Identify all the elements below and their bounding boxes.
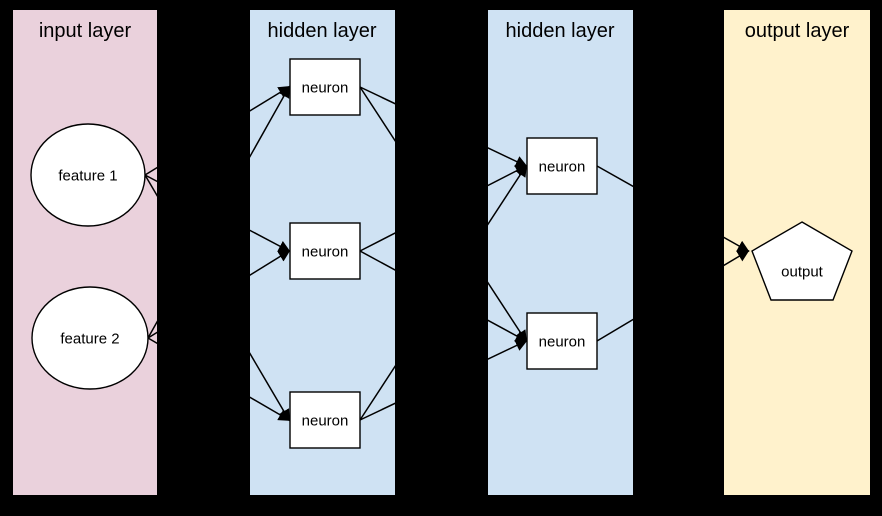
node-hidden1-neuron-2: neuron [289,222,361,280]
layer-title-hidden-2: hidden layer [506,20,615,42]
layer-input: input layer [13,10,157,495]
layer-hidden-2: hidden layer [488,10,633,495]
hidden1-neuron-1-label: neuron [302,80,349,97]
hidden2-neuron-2-box [526,312,598,370]
hidden1-neuron-3-label: neuron [302,413,349,430]
feature-1-circle [30,123,146,227]
hidden2-neuron-2-label: neuron [539,334,586,351]
layer-title-output: output layer [745,20,850,42]
feature-1-label: feature 1 [58,168,117,185]
layer-panel-hidden-2 [488,10,633,495]
node-feature-1: feature 1 [30,123,146,227]
edge-hidden1-1-to-hidden2-1 [359,86,528,168]
edge-hidden2-2-to-output-1 [596,250,750,342]
output-label: output [781,264,824,281]
node-hidden1-neuron-1: neuron [289,58,361,116]
edges-group [144,85,750,422]
edge-hidden2-1-to-output-1 [596,165,750,252]
node-hidden1-neuron-3: neuron [289,391,361,449]
hidden2-neuron-1-label: neuron [539,159,586,176]
hidden2-neuron-1-box [526,137,598,195]
edge-input-1-to-hidden1-2 [144,174,291,252]
node-output: output [751,221,853,301]
edge-input-2-to-hidden1-1 [147,85,290,339]
hidden1-neuron-3-box [289,391,361,449]
edge-hidden1-3-to-hidden2-2 [359,339,528,421]
layer-title-hidden-1: hidden layer [268,20,377,42]
edge-input-2-to-hidden1-3 [147,337,291,421]
feature-2-circle [31,286,149,390]
hidden1-neuron-2-box [289,222,361,280]
feature-2-label: feature 2 [60,331,119,348]
edge-hidden1-2-to-hidden2-2 [359,250,528,342]
edge-input-1-to-hidden1-3 [144,174,290,422]
node-hidden2-neuron-1: neuron [526,137,598,195]
edge-input-1-to-hidden1-1 [144,86,291,176]
edge-hidden1-2-to-hidden2-1 [359,165,528,252]
edge-hidden1-3-to-hidden2-1 [359,164,527,421]
output-pentagon [751,221,853,301]
node-feature-2: feature 2 [31,286,149,390]
edge-input-2-to-hidden1-2 [147,250,291,339]
hidden1-neuron-1-box [289,58,361,116]
layer-title-input: input layer [39,20,132,42]
node-hidden2-neuron-2: neuron [526,312,598,370]
layer-panel-input [13,10,157,495]
hidden1-neuron-2-label: neuron [302,244,349,261]
edge-hidden1-1-to-hidden2-2 [359,86,527,343]
